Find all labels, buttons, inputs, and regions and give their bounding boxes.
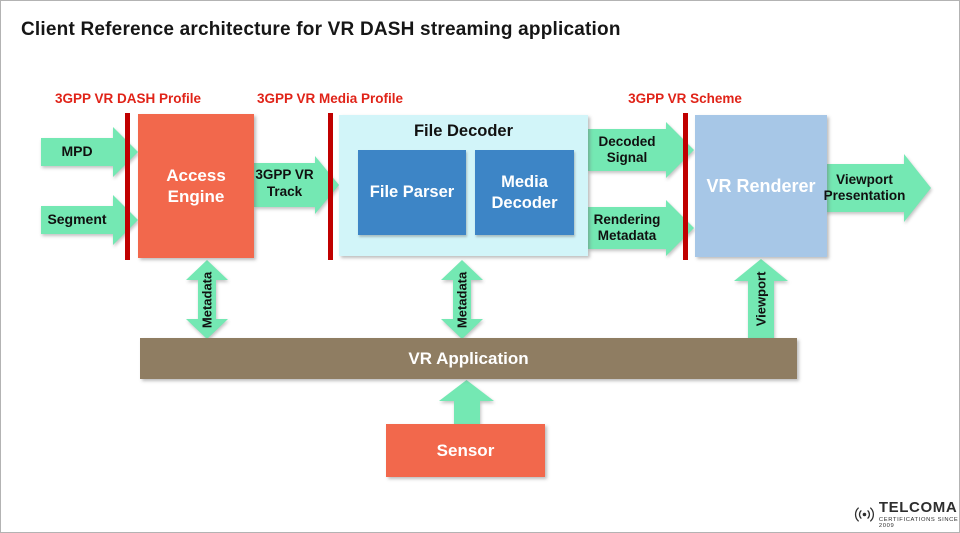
vr-application-label: VR Application [408, 348, 529, 368]
segment-arrow-label: Segment [47, 211, 107, 228]
vr-renderer-label: VR Renderer [706, 175, 816, 196]
file-parser-label: File Parser [369, 183, 455, 202]
interface-bar-media-profile [328, 113, 333, 260]
metadata-arrow-mid-label: Metadata [454, 271, 470, 328]
track-arrow-label: 3GPP VR Track [255, 167, 314, 199]
access-engine-label: Access Engine [166, 165, 226, 206]
media-decoder-block: Media Decoder [475, 150, 574, 235]
vr-application-block: VR Application [140, 338, 797, 379]
metadata-arrow-left-label: Metadata [199, 271, 215, 328]
rendering-metadata-arrow [588, 200, 694, 256]
logo-name: TELCOMA [878, 499, 958, 516]
mpd-arrow-label: MPD [61, 143, 93, 160]
media-decoder-label: Media Decoder [491, 172, 558, 212]
rendering-metadata-arrow-label: Rendering Metadata [593, 211, 661, 243]
interface-bar-dash-profile [125, 113, 130, 260]
radio-waves-icon [854, 507, 875, 522]
file-decoder-block: File Decoder File Parser Media Decoder [339, 115, 588, 256]
sensor-arrow [439, 380, 494, 425]
file-decoder-label: File Decoder [413, 122, 514, 140]
segment-arrow [41, 195, 138, 245]
viewport-arrow-label: Viewport [753, 271, 769, 327]
decoded-signal-arrow-label: Decoded Signal [598, 133, 656, 165]
interface-bar-vr-scheme [683, 113, 688, 260]
metadata-arrow-left [186, 260, 228, 339]
track-arrow [254, 156, 339, 214]
vr-renderer-block: VR Renderer [695, 115, 827, 257]
logo-tagline: CERTIFICATIONS SINCE 2009 [878, 516, 959, 529]
telcoma-logo: TELCOMA CERTIFICATIONS SINCE 2009 [853, 499, 959, 529]
sensor-block: Sensor [386, 424, 545, 477]
access-engine-block: Access Engine [138, 114, 254, 258]
decoded-signal-arrow [588, 122, 694, 178]
file-parser-block: File Parser [358, 150, 466, 235]
label-3gpp-vr-dash-profile: 3GPP VR DASH Profile [54, 91, 202, 106]
metadata-arrow-mid [441, 260, 483, 339]
viewport-arrow [734, 259, 788, 339]
sensor-label: Sensor [436, 440, 495, 460]
label-3gpp-vr-media-profile: 3GPP VR Media Profile [256, 91, 404, 106]
viewport-presentation-arrow-label: Viewport Presentation [823, 171, 906, 203]
viewport-presentation-arrow [825, 154, 931, 222]
page-title: Client Reference architecture for VR DAS… [21, 19, 621, 40]
mpd-arrow [41, 127, 138, 177]
label-3gpp-vr-scheme: 3GPP VR Scheme [628, 91, 742, 106]
